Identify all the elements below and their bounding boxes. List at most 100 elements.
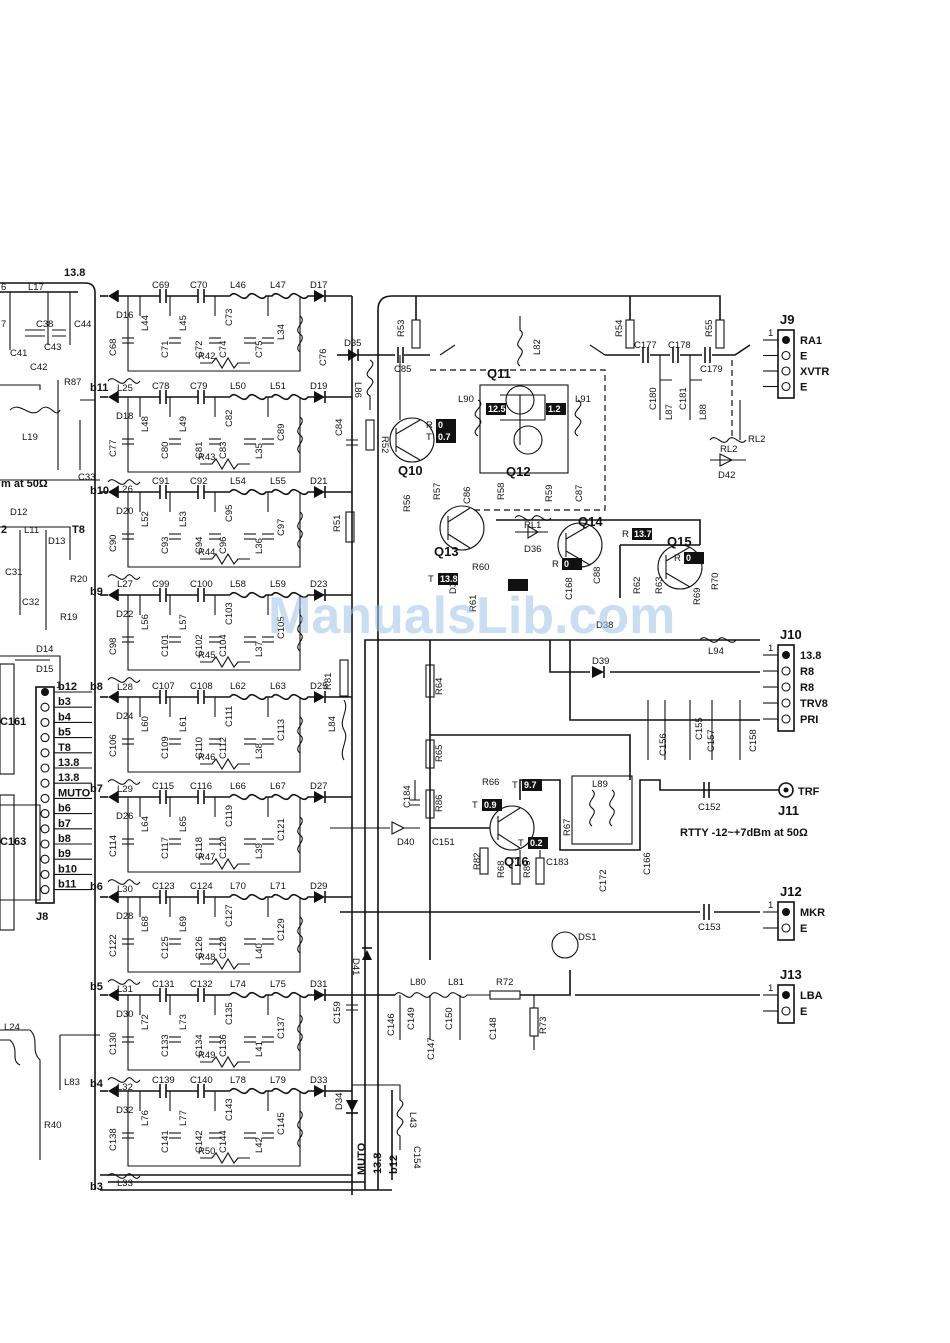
part-label: C101 — [160, 634, 171, 657]
band-bus-label: b9 — [90, 586, 103, 598]
inductor-label: L32 — [117, 1082, 133, 1093]
resistor-label: R46 — [198, 752, 215, 763]
voltage-tag — [508, 579, 528, 591]
voltage-tag — [486, 403, 506, 415]
part-label: D36 — [524, 544, 541, 555]
inductor-label: L67 — [270, 781, 286, 792]
part-label: C153 — [698, 922, 721, 933]
j8-pin-label: b11 — [58, 879, 76, 891]
connector-pin-label: E — [800, 382, 807, 394]
connector-pin-label: E — [800, 1006, 807, 1018]
diode-label: D28 — [116, 911, 133, 922]
right-connectors: J91RA1EXVTREJ10113.8R8R8TRV8PRIJ121MKREJ… — [760, 312, 829, 1024]
diode-label: D24 — [116, 711, 133, 722]
part-label: C86 — [462, 487, 473, 504]
connector-pin-label: PRI — [800, 714, 818, 726]
left-label: C33 — [78, 472, 95, 483]
tag-prefix: T — [428, 574, 434, 585]
inductor-label: L25 — [117, 383, 133, 394]
tag-prefix: T — [426, 432, 432, 443]
part-label: L48 — [140, 416, 151, 432]
part-label: C145 — [276, 1112, 287, 1135]
connector-pin — [781, 698, 791, 708]
j8-pin-label: b10 — [58, 863, 77, 875]
band-bus-label: b7 — [90, 783, 103, 795]
relay-label: RL2 — [748, 434, 765, 445]
voltage-tag-value: 12.5 — [488, 404, 506, 414]
part-label: C130 — [108, 1032, 119, 1055]
inductor-label: L71 — [270, 881, 286, 892]
part-label: C94 — [194, 537, 205, 554]
j8-pin — [40, 793, 50, 803]
part-label: C98 — [108, 638, 119, 655]
part-label: C119 — [224, 805, 235, 827]
connector-label: J10 — [780, 627, 802, 642]
part-label: L41 — [254, 1041, 265, 1057]
voltage-tag-value: 13.7 — [634, 529, 652, 539]
connector-pin — [782, 908, 790, 916]
resistor-label: R44 — [198, 547, 215, 558]
tag-prefix: T — [472, 800, 478, 811]
resistor-label: R42 — [198, 351, 215, 362]
tag-prefix: R — [552, 559, 559, 570]
part-label: C90 — [108, 535, 119, 552]
part-label: L81 — [448, 977, 464, 988]
j8-pin — [40, 885, 50, 895]
part-label: R51 — [332, 515, 343, 532]
part-label: L60 — [140, 716, 151, 732]
part-label: R56 — [402, 495, 413, 512]
left-label: L17 — [28, 282, 44, 293]
part-label: L68 — [140, 916, 151, 932]
part-label: C142 — [194, 1130, 205, 1153]
connector-pin-label: R8 — [800, 682, 814, 694]
middle-parts: D35 C85 L86 R52 C84 R51 R81 L84 D41 C159… — [323, 338, 430, 1169]
voltage-tag-value: 0 — [686, 553, 691, 563]
resistor-label: R50 — [198, 1146, 215, 1157]
part-label: C141 — [160, 1130, 171, 1153]
j8-pin-label: b6 — [58, 803, 71, 815]
part-label: C76 — [318, 349, 329, 366]
j8-pin — [40, 733, 50, 743]
transistor-label: Q15 — [667, 534, 692, 549]
j8-pin-label: T8 — [58, 742, 71, 754]
part-label: RL1 — [524, 520, 541, 531]
connector-pin — [782, 336, 790, 344]
capacitor-label: C123 — [152, 881, 175, 892]
capacitor-label: C78 — [152, 381, 169, 392]
j8-pin — [40, 702, 50, 712]
left-label: C42 — [30, 362, 47, 373]
connector-pin-label: LBA — [800, 990, 823, 1002]
diode-label: D32 — [116, 1105, 133, 1116]
left-label: C44 — [74, 319, 91, 330]
connector-label: J11 — [778, 803, 799, 818]
part-label: C112 — [218, 737, 229, 759]
part-label: R58 — [496, 483, 507, 500]
voltage-tag-value: 0 — [564, 559, 569, 569]
tag-prefix: R — [622, 529, 629, 540]
diode-label: D19 — [310, 381, 327, 392]
part-label: C177 — [634, 340, 657, 351]
part-label: R70 — [710, 573, 721, 590]
part-label: C102 — [194, 634, 205, 657]
part-label: C122 — [108, 934, 119, 957]
part-label: R61 — [468, 595, 479, 612]
resistor-label: R45 — [198, 650, 215, 661]
part-label: L72 — [140, 1014, 151, 1030]
part-label: L87 — [664, 404, 675, 420]
left-label: R20 — [70, 574, 87, 585]
part-label: C135 — [224, 1002, 235, 1025]
part-label: L37 — [254, 641, 265, 657]
part-label: R81 — [323, 673, 334, 690]
part-label: C166 — [642, 852, 653, 875]
inductor-label: L55 — [270, 476, 286, 487]
part-label: C93 — [160, 537, 171, 554]
resistor-label: R43 — [198, 452, 215, 463]
part-label: C68 — [108, 339, 119, 356]
band-bus-label: b5 — [90, 981, 103, 993]
part-label: L76 — [140, 1110, 151, 1126]
